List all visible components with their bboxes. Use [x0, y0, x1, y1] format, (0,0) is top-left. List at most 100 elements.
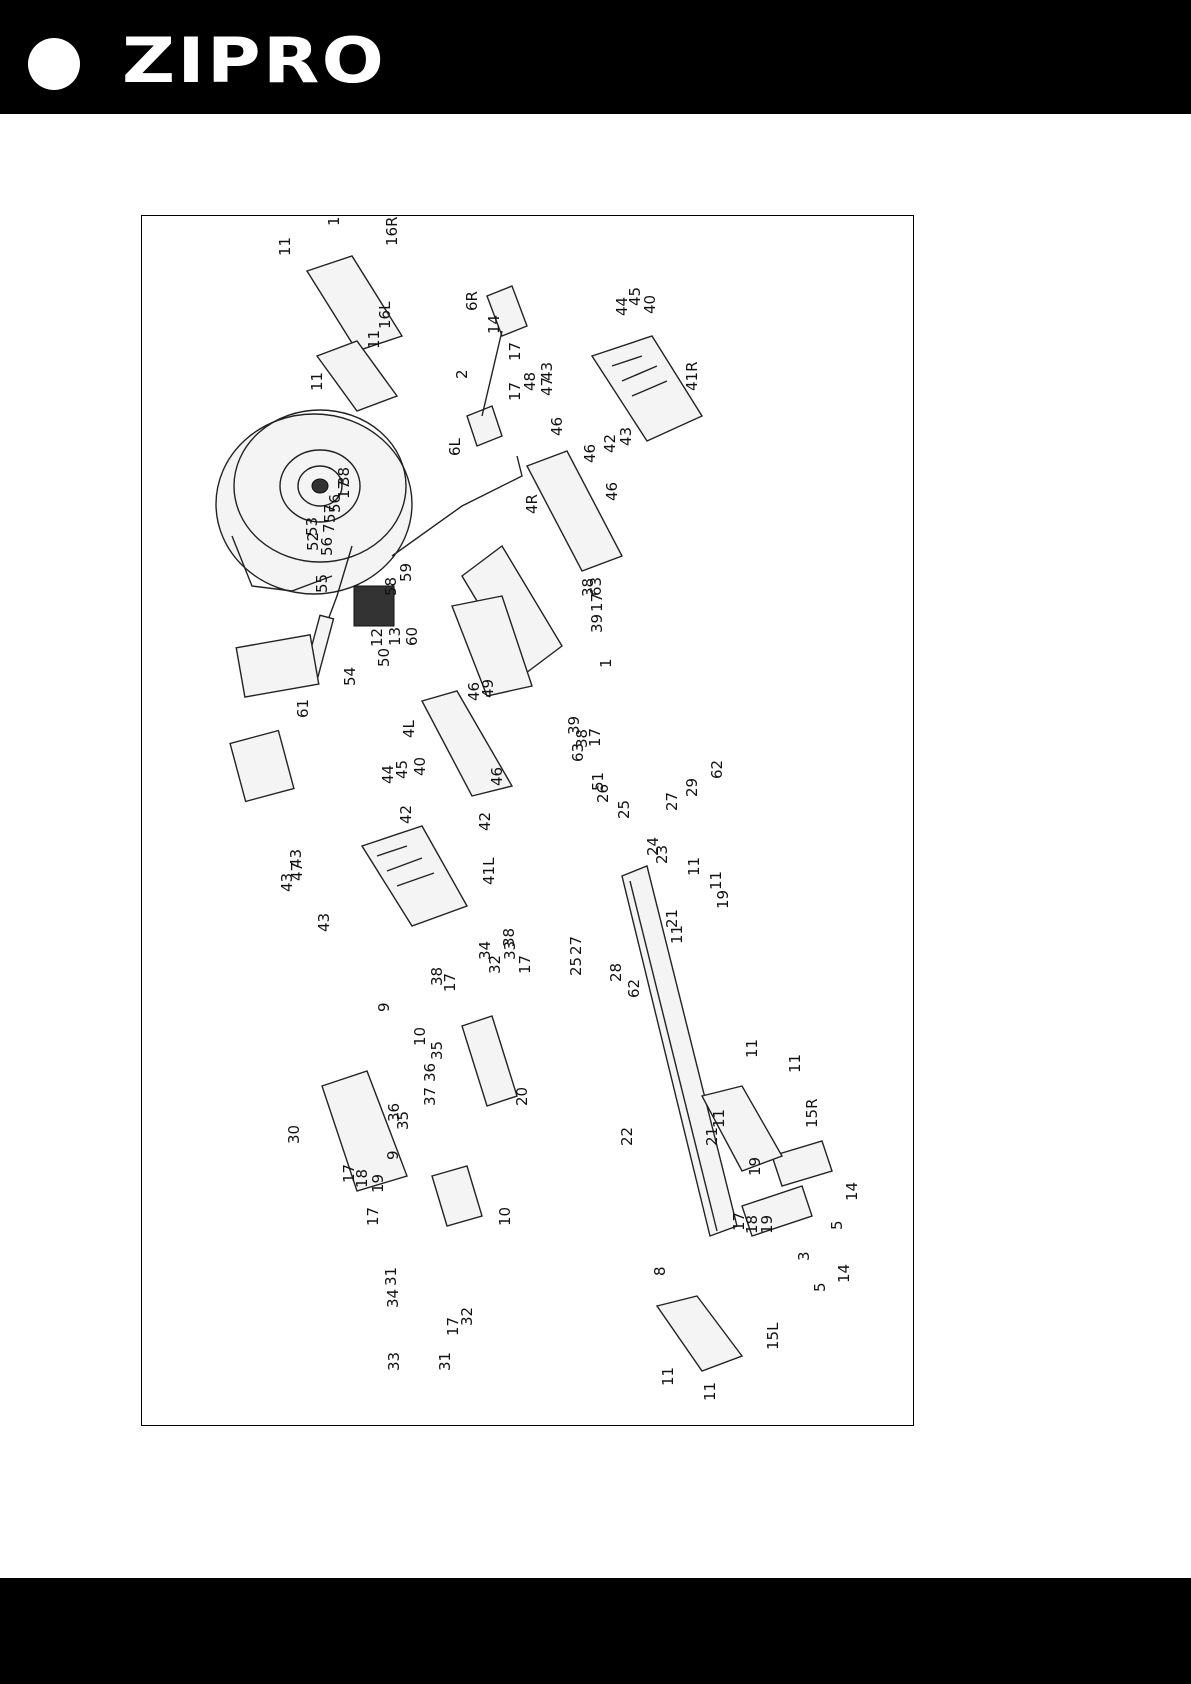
- part-label: 44: [613, 297, 631, 316]
- part-label: 43: [287, 849, 305, 868]
- part-label: 19: [369, 1174, 387, 1193]
- part-label: 35: [394, 1111, 412, 1130]
- part-label: 11: [365, 330, 383, 349]
- part-label: 13: [386, 627, 404, 646]
- part-label: 11: [659, 1367, 677, 1386]
- part-label: 47: [288, 862, 306, 881]
- part-label: 7: [320, 523, 338, 533]
- brand-logo: ZIPRO: [122, 24, 387, 97]
- main-frame: [391, 455, 563, 697]
- part-label: 57: [321, 504, 339, 523]
- part-label: 63: [569, 743, 587, 762]
- seat-carriage: [431, 1015, 518, 1227]
- part-label: 22: [618, 1127, 636, 1146]
- part-label: 11: [685, 857, 703, 876]
- part-label: 34: [384, 1289, 402, 1308]
- part-label: 11: [707, 871, 725, 890]
- part-label: 45: [626, 287, 644, 306]
- part-label: 11: [308, 372, 326, 391]
- part-label: 60: [403, 627, 421, 646]
- part-label: 62: [625, 979, 643, 998]
- part-label: 38: [335, 467, 353, 486]
- part-label: 32: [458, 1307, 476, 1326]
- front-covers: [305, 255, 404, 412]
- part-label: 18: [743, 1215, 761, 1234]
- part-label: 14: [843, 1182, 861, 1201]
- part-label: 5: [811, 1282, 829, 1292]
- part-label: 47: [538, 377, 556, 396]
- part-label: 54: [341, 667, 359, 686]
- part-label: 34: [476, 941, 494, 960]
- part-label: 33: [385, 1352, 403, 1371]
- part-label: 38: [428, 967, 446, 986]
- part-label: 15L: [764, 1322, 782, 1350]
- part-label: 17: [340, 1164, 358, 1183]
- part-label: 21: [663, 909, 681, 928]
- part-label: 11: [668, 925, 686, 944]
- part-label: 46: [548, 417, 566, 436]
- part-label: 10: [411, 1027, 429, 1046]
- part-label: 21: [703, 1127, 721, 1146]
- part-label: 20: [513, 1087, 531, 1106]
- part-label: 38: [573, 729, 591, 748]
- part-label: 8: [651, 1266, 669, 1276]
- part-label: 17: [588, 593, 606, 612]
- part-label: 17: [335, 480, 353, 499]
- part-label: 17: [444, 1317, 462, 1336]
- part-label: 27: [567, 936, 585, 955]
- part-label: 56: [326, 494, 344, 513]
- part-label: 31: [382, 1267, 400, 1286]
- part-label: 17: [441, 973, 459, 992]
- part-label: 6R: [463, 291, 481, 311]
- part-label: 11: [710, 1109, 728, 1128]
- part-label: 18: [353, 1169, 371, 1188]
- part-label: 42: [397, 805, 415, 824]
- part-label: 4R: [523, 494, 541, 514]
- part-label: 43: [617, 427, 635, 446]
- header-bar: ZIPRO: [0, 0, 1191, 114]
- part-label: 23: [653, 845, 671, 864]
- footer-bar: [0, 1578, 1191, 1684]
- part-label: 16R: [383, 216, 401, 246]
- rail: [621, 865, 738, 1237]
- part-label: 27: [663, 792, 681, 811]
- part-label: 48: [521, 372, 539, 391]
- part-label: 42: [476, 812, 494, 831]
- logo-dot-icon: [28, 38, 80, 90]
- part-label: 29: [683, 778, 701, 797]
- part-label: 4L: [400, 719, 418, 738]
- part-label: 43: [315, 913, 333, 932]
- part-label: 25: [615, 800, 633, 819]
- part-label: 51: [589, 772, 607, 791]
- part-label: 31: [436, 1352, 454, 1371]
- part-label: 61: [294, 699, 312, 718]
- part-label: 36: [421, 1063, 439, 1082]
- part-label: 32: [486, 955, 504, 974]
- part-label: 63: [587, 577, 605, 596]
- part-label: 58: [382, 577, 400, 596]
- part-label: 49: [479, 679, 497, 698]
- part-label: 46: [581, 444, 599, 463]
- part-label: 17: [506, 342, 524, 361]
- part-label: 1: [597, 658, 615, 668]
- part-label: 40: [641, 295, 659, 314]
- part-label: 9: [384, 1150, 402, 1160]
- part-label: 24: [644, 837, 662, 856]
- part-label: 11: [325, 216, 343, 226]
- part-label: 56: [318, 537, 336, 556]
- part-label: 2: [453, 369, 471, 379]
- console: [229, 633, 320, 803]
- part-label: 35: [428, 1041, 446, 1060]
- part-label: 15R: [803, 1098, 821, 1128]
- part-label: 6L: [446, 437, 464, 456]
- part-label: 53: [303, 517, 321, 536]
- part-label: 17: [586, 728, 604, 747]
- part-label: 12: [368, 628, 386, 647]
- part-label: 44: [379, 765, 397, 784]
- part-label: 38: [579, 578, 597, 597]
- part-label: 28: [607, 963, 625, 982]
- part-label: 14: [835, 1264, 853, 1283]
- pedal-plate-right: [526, 450, 623, 572]
- part-label: 17: [516, 955, 534, 974]
